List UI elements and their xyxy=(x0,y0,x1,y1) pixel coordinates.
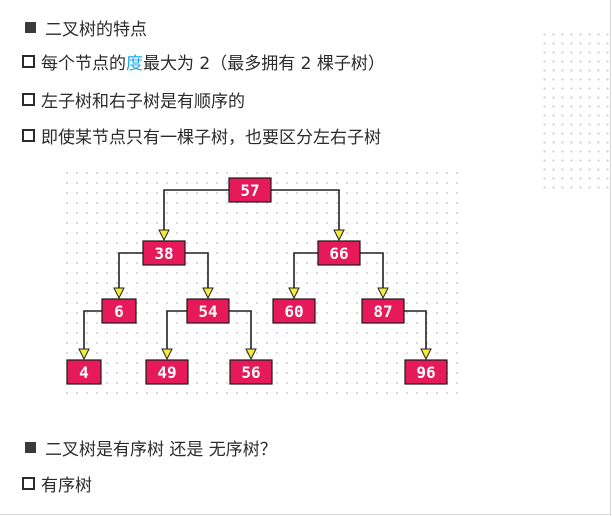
arrowhead-icon xyxy=(161,348,173,361)
tree-node-96: 96 xyxy=(404,359,448,385)
heading-text: 二叉树是有序树 还是 无序树？ xyxy=(45,439,277,460)
bullet-item-single-subtree: 即使某节点只有一棵子树，也要区分左右子树 xyxy=(22,120,381,150)
tree-edge xyxy=(271,189,340,232)
tree-node-label: 56 xyxy=(241,363,260,382)
hollow-square-bullet-icon xyxy=(22,476,35,490)
filled-square-bullet-icon xyxy=(25,21,36,33)
tree-node-87: 87 xyxy=(361,298,405,324)
tree-node-label: 60 xyxy=(284,302,303,321)
heading-ordered-question: 二叉树是有序树 还是 无序树？ xyxy=(22,432,277,462)
tree-node-54: 54 xyxy=(186,298,230,324)
item-text: 即使某节点只有一棵子树，也要区分左右子树 xyxy=(41,127,381,148)
tree-node-label: 54 xyxy=(198,302,217,321)
tree-node-box xyxy=(317,240,361,266)
tree-node-38: 38 xyxy=(142,240,186,266)
tree-node-label: 57 xyxy=(240,181,259,200)
tree-node-box xyxy=(142,240,186,266)
tree-edge xyxy=(118,252,143,290)
arrowhead-icon xyxy=(333,229,345,242)
item-text-post: 最大为 2（最多拥有 2 棵子树） xyxy=(143,53,385,74)
tree-node-label: 4 xyxy=(79,363,89,382)
tree-node-box xyxy=(228,177,272,203)
tree-node-label: 49 xyxy=(157,363,176,382)
tree-node-49: 49 xyxy=(145,359,189,385)
tree-edge xyxy=(166,310,187,351)
bullet-item-answer: 有序树 xyxy=(22,468,92,498)
hollow-square-bullet-icon xyxy=(22,54,35,68)
tree-edge xyxy=(404,310,427,351)
arrowhead-icon xyxy=(288,287,300,300)
tree-node-66: 66 xyxy=(317,240,361,266)
tree-edge xyxy=(83,310,102,351)
tree-node-box xyxy=(404,359,448,385)
arrowhead-icon xyxy=(78,348,90,361)
item-text: 左子树和右子树是有顺序的 xyxy=(41,91,245,112)
tree-node-label: 66 xyxy=(329,244,348,263)
bullet-item-degree: 每个节点的度最大为 2（最多拥有 2 棵子树） xyxy=(22,46,385,76)
heading-text: 二叉树的特点 xyxy=(45,19,147,40)
item-text-pre: 每个节点的 xyxy=(41,53,126,74)
arrowhead-icon xyxy=(377,287,389,300)
arrowhead-icon xyxy=(420,348,432,361)
tree-edges xyxy=(78,189,432,361)
tree-node-box xyxy=(361,298,405,324)
tree-edge xyxy=(293,252,318,290)
tree-node-60: 60 xyxy=(272,298,316,324)
tree-node-4: 4 xyxy=(66,359,102,385)
heading-binary-tree-features: 二叉树的特点 xyxy=(22,12,147,42)
tree-node-label: 6 xyxy=(114,302,124,321)
arrowhead-icon xyxy=(202,287,214,300)
tree-node-box xyxy=(186,298,230,324)
filled-square-bullet-icon xyxy=(25,441,36,453)
arrowhead-icon xyxy=(158,229,170,242)
tree-node-6: 6 xyxy=(101,298,137,324)
tree-node-box xyxy=(145,359,189,385)
tree-node-box xyxy=(229,359,273,385)
tree-node-box xyxy=(101,298,137,324)
tree-edge xyxy=(185,252,209,290)
tree-node-box xyxy=(272,298,316,324)
hollow-square-bullet-icon xyxy=(22,92,35,106)
tree-node-label: 96 xyxy=(416,363,435,382)
tree-edge xyxy=(229,310,252,351)
tree-node-56: 56 xyxy=(229,359,273,385)
tree-edge xyxy=(360,252,384,290)
tree-node-label: 87 xyxy=(373,302,392,321)
highlight-degree: 度 xyxy=(126,53,143,74)
arrowhead-icon xyxy=(245,348,257,361)
arrowhead-icon xyxy=(113,287,125,300)
item-text: 有序树 xyxy=(41,475,92,496)
tree-node-label: 38 xyxy=(154,244,173,263)
bullet-item-order: 左子树和右子树是有顺序的 xyxy=(22,84,245,114)
tree-node-box xyxy=(66,359,102,385)
tree-node-57: 57 xyxy=(228,177,272,203)
tree-edge xyxy=(163,189,229,232)
decorative-dot-pattern xyxy=(540,30,610,190)
hollow-square-bullet-icon xyxy=(22,128,35,142)
